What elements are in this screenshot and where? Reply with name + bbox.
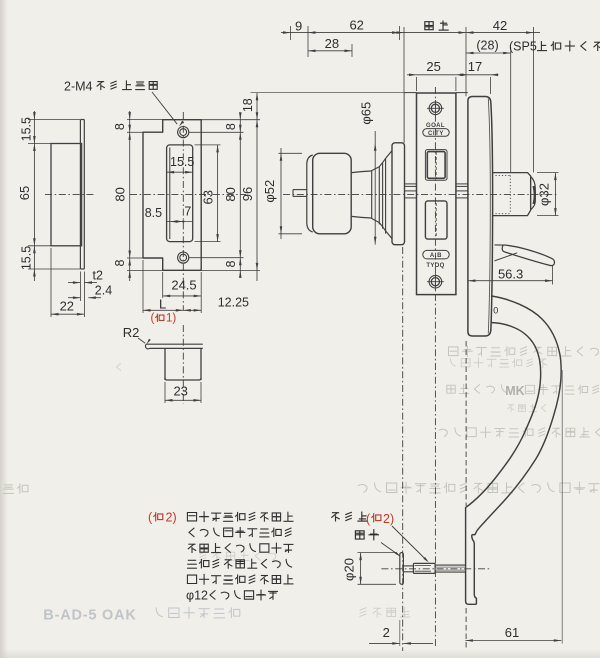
svg-text:t2: t2 bbox=[92, 269, 102, 283]
svg-text:8: 8 bbox=[224, 260, 238, 267]
svg-text:(28): (28) bbox=[476, 38, 498, 52]
svg-text:0: 0 bbox=[493, 306, 498, 316]
svg-text:24.5: 24.5 bbox=[171, 278, 196, 293]
svg-text:17: 17 bbox=[468, 59, 482, 74]
svg-text:φ12: φ12 bbox=[186, 589, 208, 603]
svg-text:2): 2) bbox=[383, 512, 394, 526]
svg-text:B-AD-5 OAK: B-AD-5 OAK bbox=[43, 608, 136, 624]
svg-text:25: 25 bbox=[426, 59, 440, 74]
svg-text:80: 80 bbox=[223, 187, 238, 201]
svg-text:80: 80 bbox=[113, 187, 128, 201]
svg-text:9: 9 bbox=[295, 19, 302, 34]
svg-text:8: 8 bbox=[113, 259, 127, 266]
svg-text:62: 62 bbox=[349, 18, 363, 33]
svg-text:63: 63 bbox=[201, 190, 216, 204]
svg-text:65: 65 bbox=[17, 186, 32, 200]
svg-text:2: 2 bbox=[383, 625, 390, 640]
svg-text:12.25: 12.25 bbox=[218, 296, 249, 310]
svg-text:1): 1) bbox=[166, 313, 176, 325]
svg-text:96: 96 bbox=[240, 187, 255, 201]
svg-text:(: ( bbox=[366, 512, 371, 526]
svg-text:φ20: φ20 bbox=[342, 558, 357, 581]
svg-text:φ32: φ32 bbox=[536, 183, 551, 206]
svg-text:42: 42 bbox=[493, 18, 507, 33]
svg-text:28: 28 bbox=[325, 36, 339, 51]
svg-text:L: L bbox=[159, 297, 166, 312]
svg-text:A.B: A.B bbox=[430, 253, 442, 259]
svg-text:8: 8 bbox=[224, 123, 238, 130]
svg-text:TYOQ: TYOQ bbox=[426, 263, 444, 269]
svg-text:GOAL: GOAL bbox=[426, 123, 445, 129]
svg-text:φ52: φ52 bbox=[262, 180, 277, 203]
svg-text:(: ( bbox=[151, 313, 155, 325]
svg-text:15.5: 15.5 bbox=[20, 117, 34, 141]
svg-text:2.4: 2.4 bbox=[95, 284, 112, 298]
svg-text:8.5: 8.5 bbox=[145, 206, 162, 220]
svg-text:(SP5: (SP5 bbox=[509, 40, 537, 54]
svg-text:56.3: 56.3 bbox=[498, 267, 523, 282]
svg-text:(: ( bbox=[148, 511, 153, 525]
svg-text:15.5: 15.5 bbox=[20, 246, 34, 270]
svg-text:φ65: φ65 bbox=[359, 102, 374, 125]
svg-text:R2: R2 bbox=[123, 325, 140, 340]
svg-text:8: 8 bbox=[113, 123, 127, 130]
svg-text:2-M4: 2-M4 bbox=[64, 80, 93, 94]
svg-text:2): 2) bbox=[166, 511, 177, 525]
svg-text:CITY: CITY bbox=[428, 131, 444, 137]
svg-text:7: 7 bbox=[184, 205, 191, 219]
svg-text:15.5: 15.5 bbox=[170, 155, 194, 169]
svg-text:18: 18 bbox=[241, 98, 255, 112]
svg-text:61: 61 bbox=[505, 625, 519, 640]
svg-text:22: 22 bbox=[60, 299, 74, 314]
svg-text:MK: MK bbox=[505, 384, 524, 398]
svg-text:23: 23 bbox=[173, 384, 187, 399]
